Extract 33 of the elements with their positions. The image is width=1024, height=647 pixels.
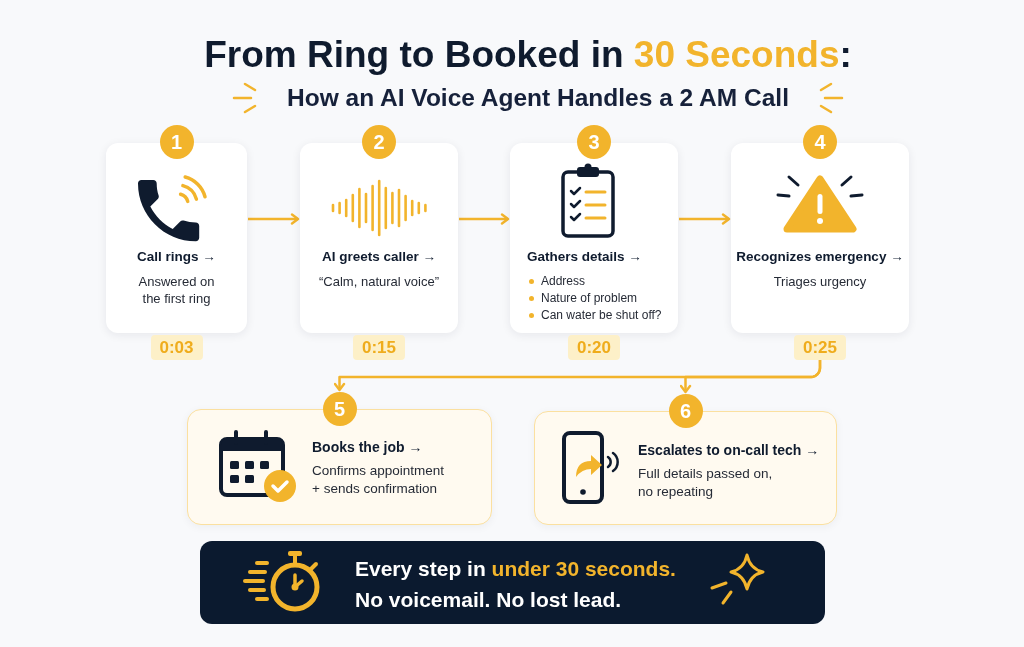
- step-title: Books the job →: [312, 438, 423, 457]
- detail-item: Can water be shut off?: [541, 307, 662, 324]
- summary-banner: [200, 541, 825, 624]
- step-number-badge: 5: [322, 392, 357, 426]
- step-title: Call rings →: [137, 248, 216, 266]
- arrow: [679, 213, 731, 225]
- step-number-badge: 2: [362, 125, 396, 159]
- step-number-badge: 3: [577, 125, 611, 159]
- step-description: “Calm, natural voice”: [319, 273, 439, 290]
- detail-item: Address: [541, 273, 586, 290]
- elapsed-time-tag: 0:25: [794, 335, 846, 360]
- step-description: Answered on the first ring: [137, 273, 216, 307]
- elapsed-time-tag: 0:03: [150, 335, 203, 360]
- step-title: Escalates to on-call tech →: [638, 441, 820, 460]
- step-title: Gathers details →: [527, 248, 642, 266]
- step-number-badge: 6: [668, 394, 703, 428]
- step-description: Full details passed on, no repeating: [638, 465, 774, 501]
- summary-text: No voicemail. No lost lead.: [355, 587, 622, 613]
- elapsed-time-tag: 0:20: [568, 335, 620, 360]
- arrow: [679, 360, 822, 394]
- step-description: Confirms appointment + sends confirmation: [312, 462, 446, 498]
- summary-text: Every step in under 30 seconds.: [355, 556, 676, 582]
- arrow: [248, 213, 300, 225]
- arrow: [459, 213, 510, 225]
- subtitle: How an AI Voice Agent Handles a 2 AM Call: [287, 83, 789, 113]
- step-description: Triages urgency: [773, 273, 867, 290]
- step-number-badge: 1: [159, 125, 194, 159]
- title: From Ring to Booked in 30 Seconds:: [204, 33, 852, 77]
- elapsed-time-tag: 0:15: [353, 335, 405, 360]
- step-number-badge: 4: [803, 125, 837, 159]
- step-title: AI greets caller →: [321, 248, 437, 266]
- detail-item: Nature of problem: [541, 290, 638, 307]
- step-title: Recognizes emergency →: [736, 248, 904, 266]
